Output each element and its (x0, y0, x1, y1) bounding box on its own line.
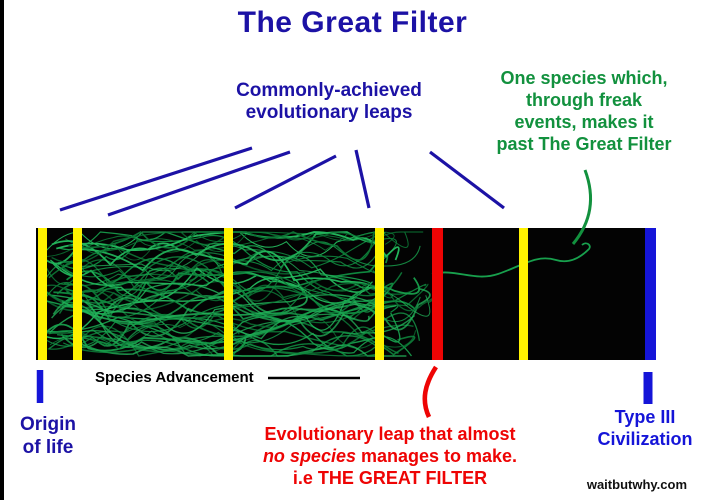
surviving-species-path (431, 242, 591, 278)
timeline-bar (36, 228, 656, 360)
gf-caption-line1: Evolutionary leap that almost (264, 424, 516, 444)
gf-caption-italic: no species (262, 445, 356, 466)
label-freak-species: One species which, through freak events,… (496, 68, 672, 154)
great-filter-bar (432, 228, 443, 360)
gf-caption-line3: i.e THE GREAT FILTER (292, 467, 488, 488)
evolutionary-leap-bar-3 (224, 228, 233, 360)
label-common-leaps: Commonly-achieved evolutionary leaps (236, 80, 422, 124)
leap-arrow-2 (107, 150, 291, 217)
evolutionary-leap-bar-1 (38, 228, 47, 360)
watermark: waitbutwhy.com (586, 477, 687, 492)
great-filter-arrow (422, 365, 438, 418)
left-edge-artifact (0, 0, 4, 500)
label-origin-of-life: Origin of life (20, 414, 76, 458)
evolutionary-leap-bar-4 (375, 228, 384, 360)
leap-arrow-4 (354, 149, 371, 209)
evolutionary-leap-bar-5 (519, 228, 528, 360)
leap-arrow-3 (234, 154, 337, 210)
label-type3-civilization: Type III Civilization (597, 407, 693, 449)
label-species-advancement: Species Advancement (95, 369, 254, 386)
leap-arrow-1 (59, 146, 253, 212)
gf-caption-line2-rest: manages to make. (355, 445, 518, 466)
evolutionary-leap-bar-2 (73, 228, 82, 360)
species-paths (37, 230, 591, 357)
leap-arrow-5 (429, 150, 505, 210)
page-title: The Great Filter (237, 6, 468, 39)
type3-bar (645, 228, 656, 360)
great-filter-caption: Evolutionary leap that almost no species… (238, 424, 542, 490)
